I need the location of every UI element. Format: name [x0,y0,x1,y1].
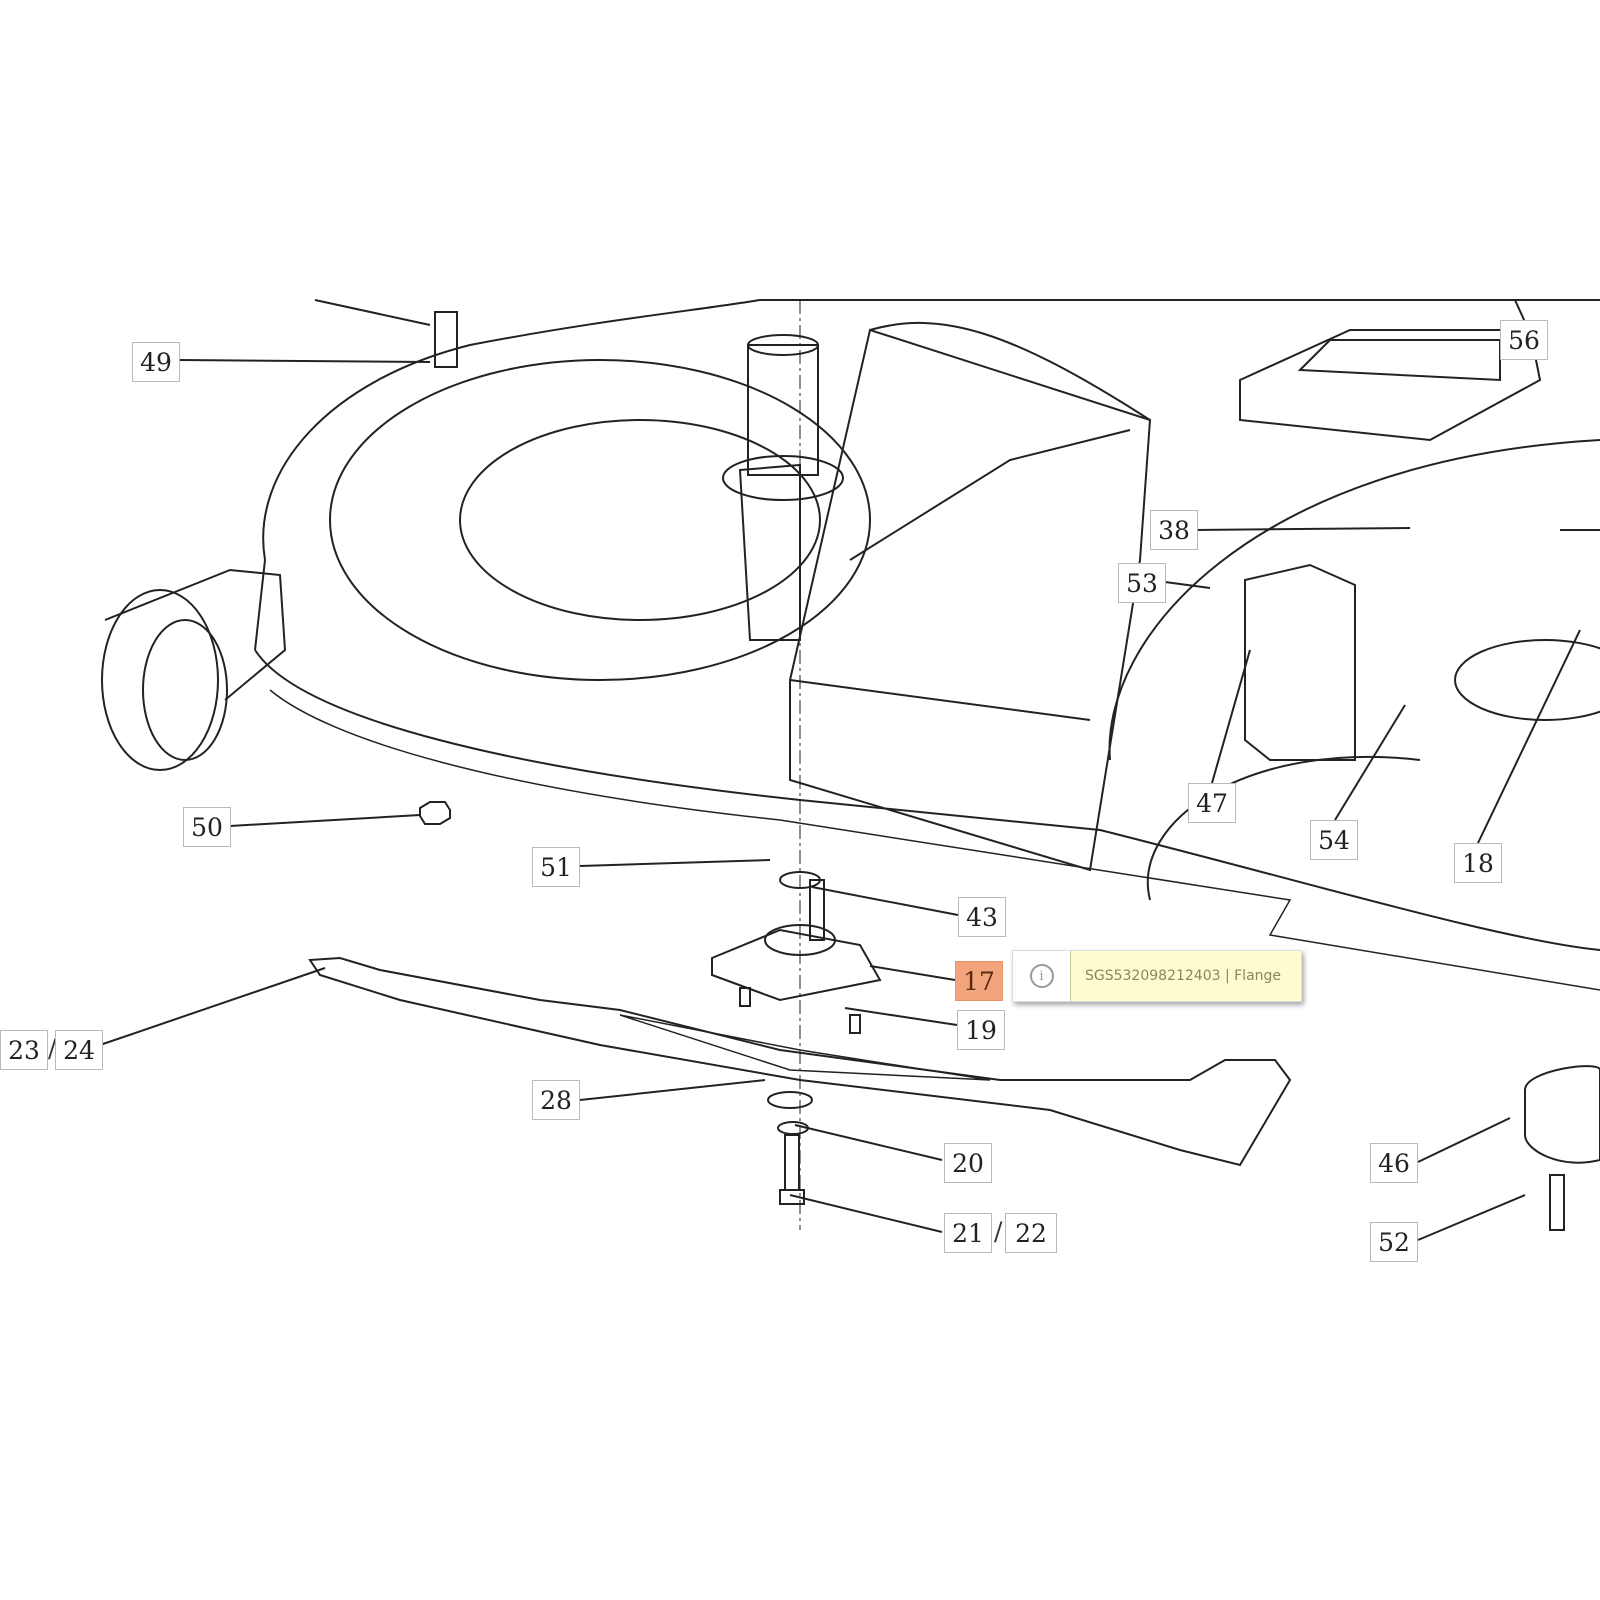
tooltip-text: SGS532098212403 | Flange [1071,951,1301,1001]
callout-17-active[interactable]: 17 [955,961,1003,1001]
callout-separator: / [994,1217,1003,1246]
callout-53[interactable]: 53 [1118,563,1166,603]
callout-38[interactable]: 38 [1150,510,1198,550]
info-icon: i [1013,951,1071,1001]
deck-outline [254,299,1600,991]
leader-lines [99,299,1581,1241]
mower-blade [308,956,1292,1167]
callout-separator: / [48,1034,57,1063]
right-bracket [1239,329,1600,1164]
callout-18[interactable]: 18 [1454,843,1502,883]
callout-51[interactable]: 51 [532,847,580,887]
callout-56[interactable]: 56 [1500,320,1548,360]
info-glyph: i [1029,964,1054,988]
callout-19[interactable]: 19 [957,1010,1005,1050]
callout-50[interactable]: 50 [183,807,231,847]
callout-23[interactable]: 23 [0,1030,48,1070]
callout-22[interactable]: 22 [1005,1213,1057,1253]
callout-47[interactable]: 47 [1188,783,1236,823]
callout-21[interactable]: 21 [944,1213,992,1253]
callout-54[interactable]: 54 [1310,820,1358,860]
part-tooltip: i SGS532098212403 | Flange [1012,950,1302,1002]
spindle [722,334,844,641]
callout-43[interactable]: 43 [958,897,1006,937]
callout-46[interactable]: 46 [1370,1143,1418,1183]
callout-20[interactable]: 20 [944,1143,992,1183]
callout-24[interactable]: 24 [55,1030,103,1070]
gauge-wheel [101,568,287,771]
discharge-chute [789,321,1152,872]
callout-52[interactable]: 52 [1370,1222,1418,1262]
callout-28[interactable]: 28 [532,1080,580,1120]
callout-49[interactable]: 49 [132,342,180,382]
